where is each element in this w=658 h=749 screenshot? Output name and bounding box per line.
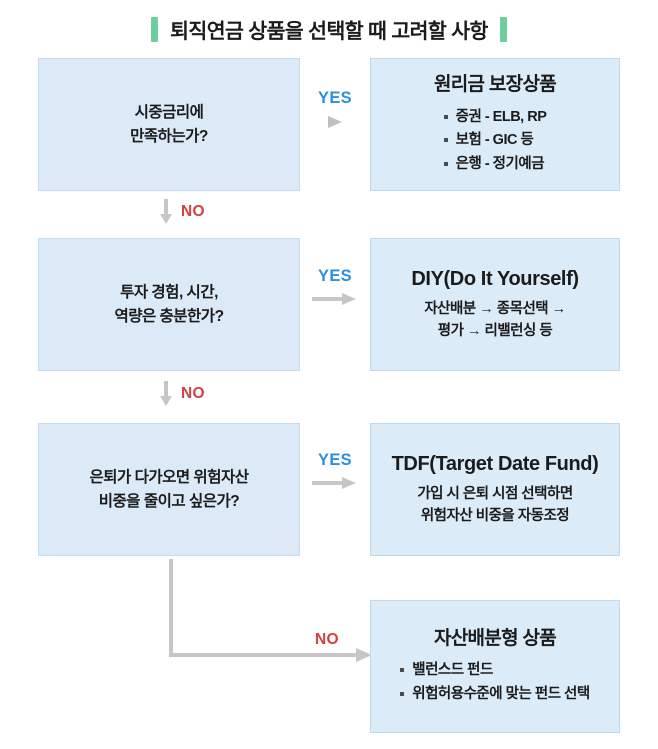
question-1-line-2: 만족하는가? xyxy=(130,127,208,145)
answer-2-sub-line-2: 평가 → 리밸런싱 등 xyxy=(437,323,553,339)
answer-3-subtext: 가입 시 은퇴 시점 선택하면 위험자산 비중을 자동조정 xyxy=(417,484,573,528)
answer-2-subtext: 자산배분 → 종목선택 → 평가 → 리밸런싱 등 xyxy=(424,299,566,343)
connector-yes-2: YES xyxy=(300,268,370,306)
answer-box-4: 자산배분형 상품 밸런스드 펀드 위험허용수준에 맞는 펀드 선택 xyxy=(370,600,620,733)
answer-box-3: TDF(Target Date Fund) 가입 시 은퇴 시점 선택하면 위험… xyxy=(370,423,620,556)
answer-box-1: 원리금 보장상품 증권 - ELB, RP 보험 - GIC 등 은행 - 정기… xyxy=(370,58,620,191)
list-item: 밸런스드 펀드 xyxy=(400,659,590,682)
arrow-right-icon xyxy=(312,292,356,305)
yes-label-3: YES xyxy=(318,451,352,469)
list-item: 보험 - GIC 등 xyxy=(443,129,547,152)
question-box-2: 투자 경험, 시간, 역량은 충분한가? xyxy=(38,238,300,371)
arrow-right-icon xyxy=(328,115,342,128)
no-label-2: NO xyxy=(181,385,205,403)
answer-box-2: DIY(Do It Yourself) 자산배분 → 종목선택 → 평가 → 리… xyxy=(370,238,620,371)
arrow-down-icon xyxy=(160,381,172,406)
arrow-right-icon xyxy=(312,476,356,489)
connector-yes-1: YES xyxy=(300,90,370,130)
question-2-line-2: 역량은 충분한가? xyxy=(114,307,224,325)
connector-no-elbow xyxy=(169,559,372,662)
question-1-text: 시중금리에 만족하는가? xyxy=(130,101,208,148)
answer-1-heading: 원리금 보장상품 xyxy=(433,73,557,95)
question-2-text: 투자 경험, 시간, 역량은 충분한가? xyxy=(114,281,224,328)
answer-3-sub-line-1: 가입 시 은퇴 시점 선택하면 xyxy=(417,486,573,503)
no-label-3: NO xyxy=(315,631,339,648)
list-item: 은행 - 정기예금 xyxy=(443,153,547,176)
answer-2-heading: DIY(Do It Yourself) xyxy=(411,268,579,291)
list-item: 증권 - ELB, RP xyxy=(443,106,547,129)
question-1-line-1: 시중금리에 xyxy=(134,104,204,122)
answer-4-heading: 자산배분형 상품 xyxy=(433,627,557,649)
list-item: 위험허용수준에 맞는 펀드 선택 xyxy=(400,683,590,706)
yes-label-1: YES xyxy=(318,89,352,107)
answer-2-sub-line-1: 자산배분 → 종목선택 → xyxy=(424,301,566,318)
connector-yes-3: YES xyxy=(300,452,370,490)
yes-label-2: YES xyxy=(318,267,352,285)
question-2-line-1: 투자 경험, 시간, xyxy=(120,284,218,302)
title-accent-bar-right xyxy=(499,16,507,42)
answer-3-sub-line-2: 위험자산 비중을 자동조정 xyxy=(420,508,570,524)
question-3-line-2: 비중을 줄이고 싶은가? xyxy=(98,492,240,510)
page-title: 퇴직연금 상품을 선택할 때 고려할 사항 xyxy=(0,12,658,46)
answer-1-bullet-list: 증권 - ELB, RP 보험 - GIC 등 은행 - 정기예금 xyxy=(443,106,547,176)
arrow-down-icon xyxy=(160,199,172,224)
no-label-1: NO xyxy=(181,203,205,221)
connector-no-1: NO xyxy=(158,198,205,226)
title-accent-bar-left xyxy=(151,16,159,42)
page-title-text: 퇴직연금 상품을 선택할 때 고려할 사항 xyxy=(170,20,488,43)
answer-4-bullet-list: 밸런스드 펀드 위험허용수준에 맞는 펀드 선택 xyxy=(400,659,590,706)
connector-no-2: NO xyxy=(158,380,205,408)
question-3-line-1: 은퇴가 다가오면 위험자산 xyxy=(89,469,249,487)
question-3-text: 은퇴가 다가오면 위험자산 비중을 줄이고 싶은가? xyxy=(90,466,249,513)
answer-3-heading: TDF(Target Date Fund) xyxy=(391,453,599,476)
question-box-3: 은퇴가 다가오면 위험자산 비중을 줄이고 싶은가? xyxy=(38,423,300,556)
question-box-1: 시중금리에 만족하는가? xyxy=(38,58,300,191)
